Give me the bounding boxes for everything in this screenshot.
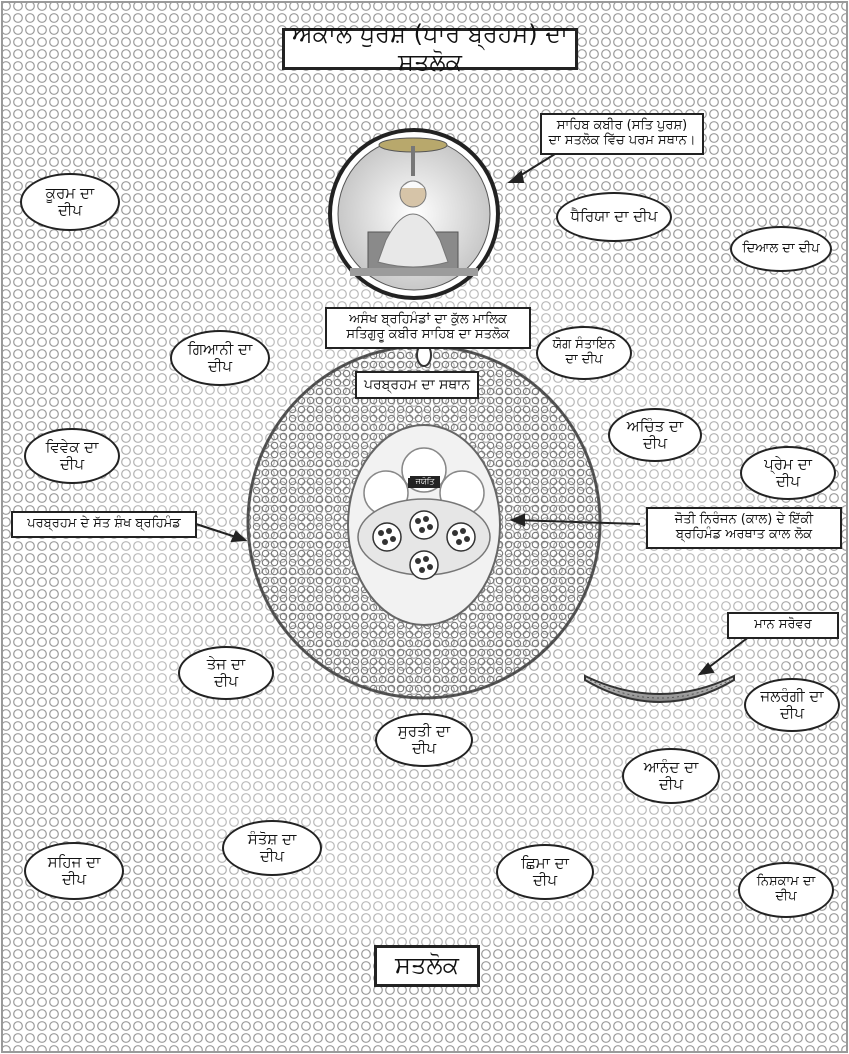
- island-line: ਦੀਪ: [776, 890, 797, 905]
- brahmand-cluster-center: [410, 511, 438, 539]
- island-sahaj: ਸਹਿਜ ਦਾਦੀਪ: [24, 842, 124, 900]
- island-line: ਛਿਮਾ ਦਾ: [521, 855, 569, 872]
- island-line: ਕੂਰਮ ਦਾ: [46, 185, 94, 202]
- brahmand-cluster-bottom: [410, 551, 438, 579]
- island-kurm: ਕੂਰਮ ਦਾਦੀਪ: [20, 173, 120, 231]
- island-line: ਆਨੰਦ ਦਾ: [644, 759, 699, 776]
- callout-asankh-brahmand: ਅਸੰਖ ਬ੍ਰਹਿਮੰਡਾਂ ਦਾ ਕੁੱਲ ਮਾਲਿਕ ਸਤਿਗੁਰੂ ਕਬ…: [325, 307, 531, 349]
- island-line: ਦੀਪ: [214, 673, 238, 690]
- callout-line: ਜੋਤੀ ਨਿਰੰਜਨ (ਕਾਲ) ਦੇ ਇੱਕੀ: [654, 513, 834, 528]
- island-line: ਪ੍ਰੇਮ ਦਾ: [764, 456, 812, 473]
- sahib-kabir-portrait: [330, 130, 498, 298]
- island-line: ਨਿਸ਼ਕਾਮ ਦਾ: [757, 875, 816, 890]
- island-line: ਦੀਪ: [776, 473, 800, 490]
- callout-line: ਅਸੰਖ ਬ੍ਰਹਿਮੰਡਾਂ ਦਾ ਕੁੱਲ ਮਾਲਿਕ: [333, 313, 523, 328]
- island-surti: ਸੁਰਤੀ ਦਾਦੀਪ: [375, 713, 473, 767]
- island-chhima: ਛਿਮਾ ਦਾਦੀਪ: [496, 844, 594, 900]
- diagram-title: ਅਕਾਲ ਪੁਰਸ਼ (ਪਾਰ ਬ੍ਰਹਮ) ਦਾ ਸਤਲੋਕ: [282, 28, 578, 70]
- brahmand-cluster-right: [447, 523, 475, 551]
- island-line: ਅਚਿੰਤ ਦਾ: [627, 418, 683, 435]
- island-line: ਸੁਰਤੀ ਦਾ: [398, 723, 450, 740]
- island-line: ਦੀਪ: [533, 872, 557, 889]
- island-tej: ਤੇਜ ਦਾਦੀਪ: [178, 646, 274, 700]
- callout-line: ਸਤਿਗੁਰੂ ਕਬੀਰ ਸਾਹਿਬ ਦਾ ਸਤਲੋਕ: [333, 328, 523, 343]
- island-line: ਦੀਪ: [260, 848, 284, 865]
- island-line: ਦੀਪ: [659, 776, 683, 793]
- island-line: ਦਿਆਲ ਦਾ ਦੀਪ: [742, 242, 819, 257]
- island-gyani: ਗਿਆਨੀ ਦਾਦੀਪ: [170, 330, 270, 386]
- callout-line: ਦਾ ਸਤਲੋਕ ਵਿੱਚ ਪਰਮ ਸਥਾਨ।: [548, 134, 696, 149]
- callout-maan-sarovar: ਮਾਨ ਸਰੋਵਰ: [727, 612, 839, 639]
- island-line: ਤੇਜ ਦਾ: [207, 656, 245, 673]
- island-dayal: ਦਿਆਲ ਦਾ ਦੀਪ: [730, 226, 832, 272]
- callout-line: ਬ੍ਰਹਿਮੰਡ ਅਰਥਾਤ ਕਾਲ ਲੋਕ: [654, 528, 834, 543]
- island-line: ਯੋਗ ਸੰਤਾਇਨ: [553, 338, 616, 353]
- callout-parbrahm-sat-sankh: ਪਰਬ੍ਰਹਮ ਦੇ ਸੱਤ ਸ਼ੰਖ ਬ੍ਰਹਿਮੰਡ: [11, 511, 197, 538]
- island-line: ਵਿਵੇਕ ਦਾ: [46, 439, 99, 456]
- island-line: ਜਲਰੰਗੀ ਦਾ: [760, 688, 823, 705]
- footer-label: ਸਤਲੋਕ: [374, 945, 480, 987]
- island-achint: ਅਚਿੰਤ ਦਾਦੀਪ: [608, 408, 702, 462]
- island-line: ਦੀਪ: [62, 871, 86, 888]
- island-vivek: ਵਿਵੇਕ ਦਾਦੀਪ: [24, 428, 120, 484]
- island-line: ਦੀਪ: [208, 358, 232, 375]
- jyoti-badge: ਜਯੋਤਿ: [410, 476, 440, 488]
- callout-sahib-kabir: ਸਾਹਿਬ ਕਬੀਰ (ਸਤਿ ਪੁਰਸ਼) ਦਾ ਸਤਲੋਕ ਵਿੱਚ ਪਰਮ…: [540, 113, 704, 155]
- island-anand: ਆਨੰਦ ਦਾਦੀਪ: [622, 748, 720, 804]
- island-line: ਦੀਪ: [780, 705, 804, 722]
- island-line: ਦੀਪ: [412, 740, 436, 757]
- island-santosh: ਸੰਤੋਸ਼ ਦਾਦੀਪ: [222, 820, 322, 876]
- island-jalrangi: ਜਲਰੰਗੀ ਦਾਦੀਪ: [744, 678, 840, 732]
- brahmand-cluster-left: [373, 523, 401, 551]
- island-prem: ਪ੍ਰੇਮ ਦਾਦੀਪ: [740, 446, 836, 500]
- island-line: ਦੀਪ: [60, 456, 84, 473]
- island-line: ਸੰਤੋਸ਼ ਦਾ: [248, 831, 297, 848]
- callout-parbrahm-sthan: ਪਰਬ੍ਰਹਮ ਦਾ ਸਥਾਨ: [355, 371, 479, 399]
- island-line: ਸਹਿਜ ਦਾ: [48, 854, 101, 871]
- island-dhairya: ਧੈਰਿਯਾ ਦਾ ਦੀਪ: [556, 192, 672, 242]
- callout-jyoti-niranjan: ਜੋਤੀ ਨਿਰੰਜਨ (ਕਾਲ) ਦੇ ਇੱਕੀ ਬ੍ਰਹਿਮੰਡ ਅਰਥਾਤ…: [646, 507, 842, 549]
- island-line: ਦੀਪ: [643, 435, 667, 452]
- island-line: ਦਾ ਦੀਪ: [565, 353, 602, 368]
- island-line: ਗਿਆਨੀ ਦਾ: [188, 341, 252, 358]
- island-nishkam: ਨਿਸ਼ਕਾਮ ਦਾਦੀਪ: [738, 862, 834, 918]
- island-line: ਦੀਪ: [58, 202, 82, 219]
- island-line: ਧੈਰਿਯਾ ਦਾ ਦੀਪ: [571, 208, 658, 225]
- callout-line: ਸਾਹਿਬ ਕਬੀਰ (ਸਤਿ ਪੁਰਸ਼): [548, 119, 696, 134]
